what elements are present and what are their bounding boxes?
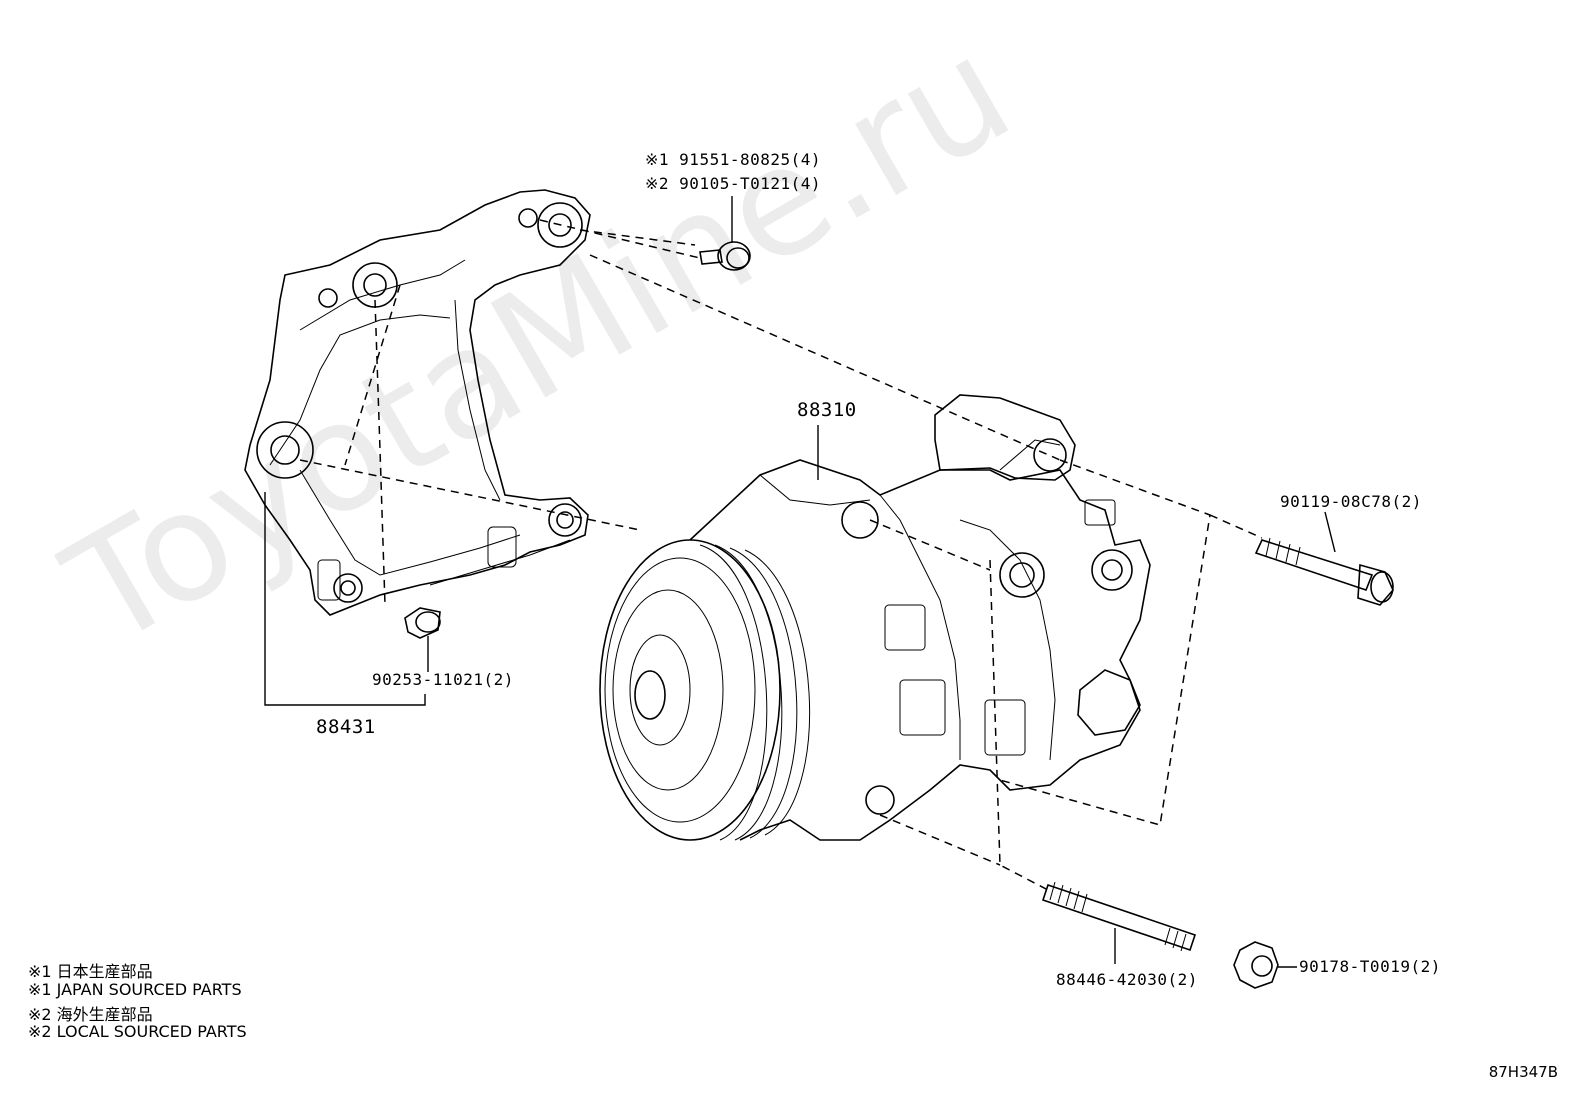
collar-drawing [404,607,441,639]
leader-lines [264,196,1336,968]
bolt-right-drawing [1254,537,1394,606]
nut-label: 90178-T0019(2) [1299,957,1441,976]
compressor-label: 88310 [797,399,857,421]
stud-label: 88446-42030(2) [1056,970,1198,989]
diagram-code: 87H347B [1488,1063,1558,1081]
legend-note-2: ※1 JAPAN SOURCED PARTS [28,980,242,999]
legend-note-4: ※2 LOCAL SOURCED PARTS [28,1022,247,1041]
bolt-top-label-2: ※2 90105-T0121(4) [645,174,822,193]
compressor-drawing [599,394,1151,841]
bracket-label: 88431 [316,716,376,738]
bolt-right-label: 90119-08C78(2) [1280,492,1422,511]
bolt-top-label-1: ※1 91551-80825(4) [645,150,822,169]
collar-label: 90253-11021(2) [372,670,514,689]
legend-note-1: ※1 日本生産部品 [28,962,153,981]
assembly-lines [299,219,1263,891]
stud-drawing [1041,881,1197,952]
nut-drawing [1233,941,1279,989]
legend-note-3: ※2 海外生産部品 [28,1005,153,1024]
bracket-drawing [244,189,591,616]
bolt-top-drawing [699,241,751,271]
